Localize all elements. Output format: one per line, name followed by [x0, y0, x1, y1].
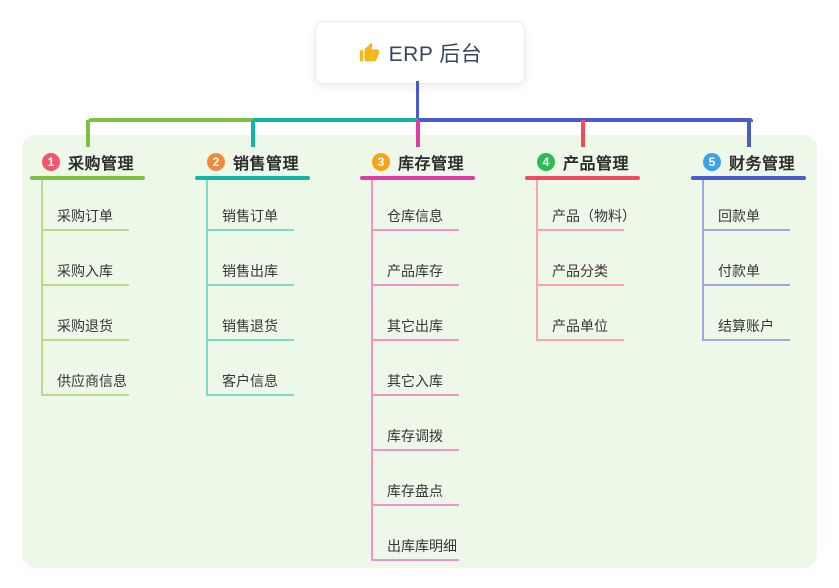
branch-3-child-4[interactable]: 其它入库 [387, 373, 443, 389]
branch-5-child-3[interactable]: 结算账户 [718, 318, 774, 334]
branch-2-child-3[interactable]: 销售退货 [222, 318, 278, 334]
branch-2-child-2[interactable]: 销售出库 [222, 263, 278, 279]
branch-5-child-spine [702, 180, 704, 341]
branch-4-child-2[interactable]: 产品分类 [552, 263, 608, 279]
connector-drop-branch-1 [86, 120, 90, 147]
connector-bus-purchase [88, 118, 253, 122]
branch-1-badge: 1 [42, 153, 60, 171]
branch-4-child-spine [536, 180, 538, 341]
root-node-erp[interactable]: ERP 后台 [315, 21, 525, 84]
branch-5-child-1[interactable]: 回款单 [718, 208, 760, 224]
branch-4-child-1[interactable]: 产品（物料） [552, 208, 636, 224]
root-title: ERP 后台 [388, 42, 483, 66]
connector-bus-sales [253, 118, 418, 122]
branch-3-child-5[interactable]: 库存调拨 [387, 428, 443, 444]
branch-3-child-5-underline [371, 449, 459, 451]
branch-3-node[interactable]: 3 库存管理 [372, 150, 464, 174]
branch-2-node[interactable]: 2 销售管理 [207, 150, 299, 174]
branch-2-child-4[interactable]: 客户信息 [222, 373, 278, 389]
branch-3-child-6-underline [371, 504, 459, 506]
branch-3-child-1-underline [371, 229, 459, 231]
branch-4-underline [525, 176, 640, 180]
branch-5-child-2[interactable]: 付款单 [718, 263, 760, 279]
branch-2-title: 销售管理 [233, 156, 300, 173]
branch-5-child-3-underline [702, 339, 790, 341]
branch-3-child-4-underline [371, 394, 459, 396]
branch-4-child-3-underline [536, 339, 624, 341]
thumbs-up-icon [358, 42, 380, 64]
branch-2-child-1[interactable]: 销售订单 [222, 208, 278, 224]
branch-4-child-1-underline [536, 229, 624, 231]
branch-4-badge: 4 [537, 153, 555, 171]
branch-4-node[interactable]: 4 产品管理 [537, 150, 629, 174]
branch-1-child-2-underline [41, 284, 129, 286]
branch-3-child-spine [371, 180, 373, 561]
branch-2-child-1-underline [206, 229, 294, 231]
branch-5-child-1-underline [702, 229, 790, 231]
branch-2-badge: 2 [207, 153, 225, 171]
branch-1-child-3[interactable]: 采购退货 [57, 318, 113, 334]
branch-2-child-4-underline [206, 394, 294, 396]
branch-5-child-2-underline [702, 284, 790, 286]
root-connector-line [416, 81, 419, 119]
connector-drop-branch-4 [581, 120, 585, 147]
branch-3-child-1[interactable]: 仓库信息 [387, 208, 443, 224]
branch-5-title: 财务管理 [729, 156, 796, 173]
branch-3-child-2[interactable]: 产品库存 [387, 263, 443, 279]
branch-3-child-6[interactable]: 库存盘点 [387, 483, 443, 499]
branch-1-child-1-underline [41, 229, 129, 231]
connector-drop-branch-3 [416, 120, 420, 147]
branch-3-child-7[interactable]: 出库库明细 [387, 538, 457, 554]
branch-3-child-2-underline [371, 284, 459, 286]
branch-3-child-7-underline [371, 559, 459, 561]
branch-2-child-2-underline [206, 284, 294, 286]
branch-4-child-2-underline [536, 284, 624, 286]
branches-background-panel [22, 135, 817, 568]
branch-3-badge: 3 [372, 153, 390, 171]
branch-1-child-spine [41, 180, 43, 396]
branch-4-child-3[interactable]: 产品单位 [552, 318, 608, 334]
connector-drop-branch-2 [251, 120, 255, 147]
branch-5-badge: 5 [703, 153, 721, 171]
branch-3-underline [360, 176, 475, 180]
branch-1-child-3-underline [41, 339, 129, 341]
branch-1-child-4[interactable]: 供应商信息 [57, 373, 127, 389]
branch-2-child-3-underline [206, 339, 294, 341]
connector-bus-finance [418, 118, 753, 122]
branch-3-child-3-underline [371, 339, 459, 341]
branch-3-title: 库存管理 [398, 156, 465, 173]
branch-3-child-3[interactable]: 其它出库 [387, 318, 443, 334]
branch-2-underline [195, 176, 310, 180]
branch-1-child-1[interactable]: 采购订单 [57, 208, 113, 224]
branch-5-underline [691, 176, 806, 180]
branch-5-node[interactable]: 5 财务管理 [703, 150, 795, 174]
branch-1-title: 采购管理 [68, 156, 135, 173]
branch-1-child-2[interactable]: 采购入库 [57, 263, 113, 279]
branch-2-child-spine [206, 180, 208, 396]
branch-1-underline [30, 176, 145, 180]
connector-drop-branch-5 [747, 120, 751, 147]
branch-4-title: 产品管理 [563, 156, 630, 173]
branch-1-child-4-underline [41, 394, 129, 396]
branch-1-node[interactable]: 1 采购管理 [42, 150, 134, 174]
